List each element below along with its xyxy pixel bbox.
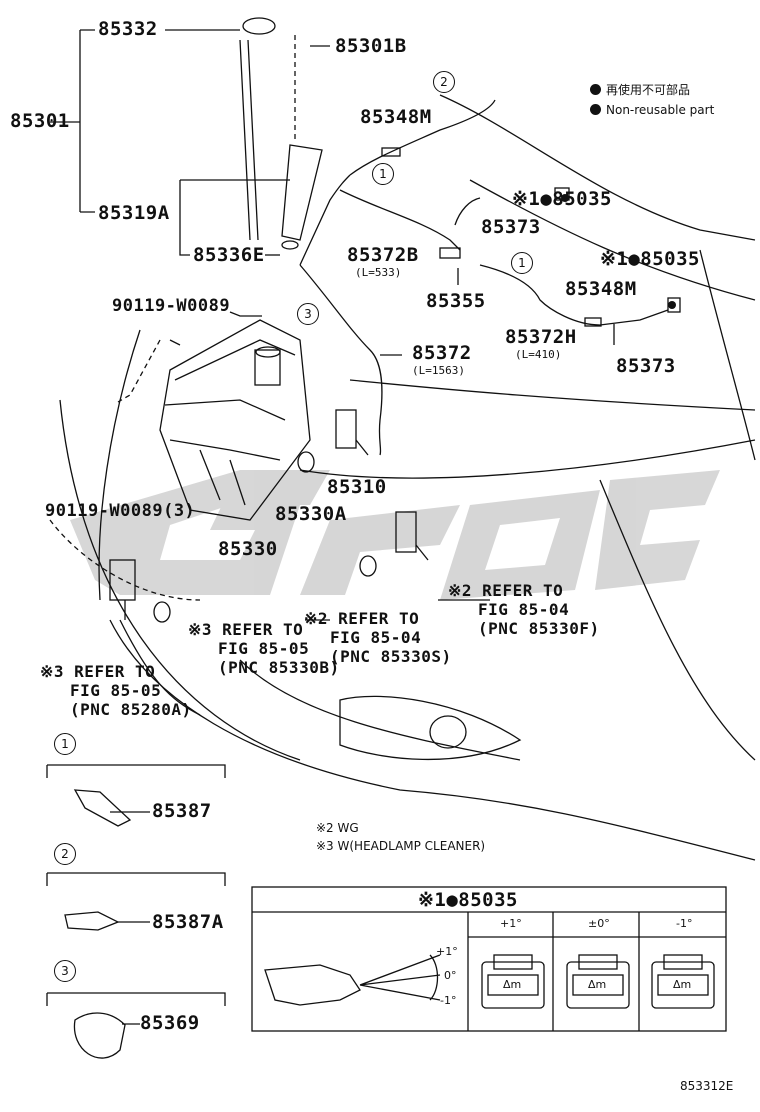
part-label-90119-w0089-3[interactable]: 90119-W0089(3) [45, 501, 196, 521]
inset-title: ※1●85035 [418, 889, 518, 911]
inset-angle-minus1: -1° [440, 994, 457, 1007]
filled-dot-icon [590, 104, 601, 115]
detail-circle-2: 2 [54, 843, 76, 865]
linework [46, 17, 756, 1059]
refer-85330b[interactable]: ※3 REFER TO FIG 85-05 (PNC 85330B) [188, 620, 340, 677]
part-label-85336e[interactable]: 85336E [193, 244, 265, 266]
part-label-85319a[interactable]: 85319A [98, 202, 170, 224]
callout-circle-1: 1 [372, 163, 394, 185]
part-label-85330[interactable]: 85330 [218, 538, 278, 560]
part-label-85310[interactable]: 85310 [327, 476, 387, 498]
figure-number: 853312E [680, 1079, 734, 1093]
refer-85280a[interactable]: ※3 REFER TO FIG 85-05 (PNC 85280A) [40, 662, 192, 719]
legend-nonreusable-en: Non-reusable part [590, 104, 714, 116]
inset-col-minus1: -1° [676, 917, 693, 930]
inset-chip-label: Δm [503, 978, 522, 991]
part-length-85372: (L=1563) [412, 364, 465, 377]
filled-dot-icon [590, 84, 601, 95]
part-label-85035-upper[interactable]: ※1●85035 [512, 188, 612, 210]
callout-circle-3: 3 [297, 303, 319, 325]
part-label-85330a[interactable]: 85330A [275, 503, 347, 525]
refer-85330f[interactable]: ※2 REFER TO FIG 85-04 (PNC 85330F) [448, 581, 600, 638]
part-label-85372h[interactable]: 85372H [505, 326, 577, 348]
note-wg: ※2 WG [316, 821, 359, 835]
refer-85330s[interactable]: ※2 REFER TO FIG 85-04 (PNC 85330S) [304, 609, 452, 666]
part-label-85348m-upper[interactable]: 85348M [360, 106, 432, 128]
part-length-85372h: (L=410) [515, 348, 562, 361]
inset-col-zero: ±0° [588, 917, 610, 930]
inset-angle-zero: 0° [444, 969, 457, 982]
inset-chip-label: Δm [588, 978, 607, 991]
part-label-85373-lower[interactable]: 85373 [616, 355, 676, 377]
part-length-85372b: (L=533) [355, 266, 402, 279]
inset-chip-label: Δm [673, 978, 692, 991]
part-label-85348m-lower[interactable]: 85348M [565, 278, 637, 300]
part-label-85373-upper[interactable]: 85373 [481, 216, 541, 238]
part-label-85387a[interactable]: 85387A [152, 911, 224, 933]
part-label-85332[interactable]: 85332 [98, 18, 158, 40]
detail-circle-1: 1 [54, 733, 76, 755]
part-label-85387[interactable]: 85387 [152, 800, 212, 822]
inset-col-plus1: +1° [500, 917, 522, 930]
part-label-85372[interactable]: 85372 [412, 342, 472, 364]
note-headlamp-cleaner: ※3 W(HEADLAMP CLEANER) [316, 839, 486, 853]
part-label-90119-w0089[interactable]: 90119-W0089 [112, 296, 231, 316]
legend-nonreusable-ja: 再使用不可部品 [590, 84, 690, 96]
part-label-85301[interactable]: 85301 [10, 110, 70, 132]
part-label-85035-lower[interactable]: ※1●85035 [600, 248, 700, 270]
part-label-85355[interactable]: 85355 [426, 290, 486, 312]
inset-chip-shapes [481, 954, 715, 1009]
inset-angle-plus1: +1° [436, 945, 458, 958]
part-label-85301b[interactable]: 85301B [335, 35, 407, 57]
detail-circle-3: 3 [54, 960, 76, 982]
part-label-85369[interactable]: 85369 [140, 1012, 200, 1034]
callout-circle-1: 1 [511, 252, 533, 274]
callout-circle-2: 2 [433, 71, 455, 93]
part-label-85372b[interactable]: 85372B [347, 244, 419, 266]
